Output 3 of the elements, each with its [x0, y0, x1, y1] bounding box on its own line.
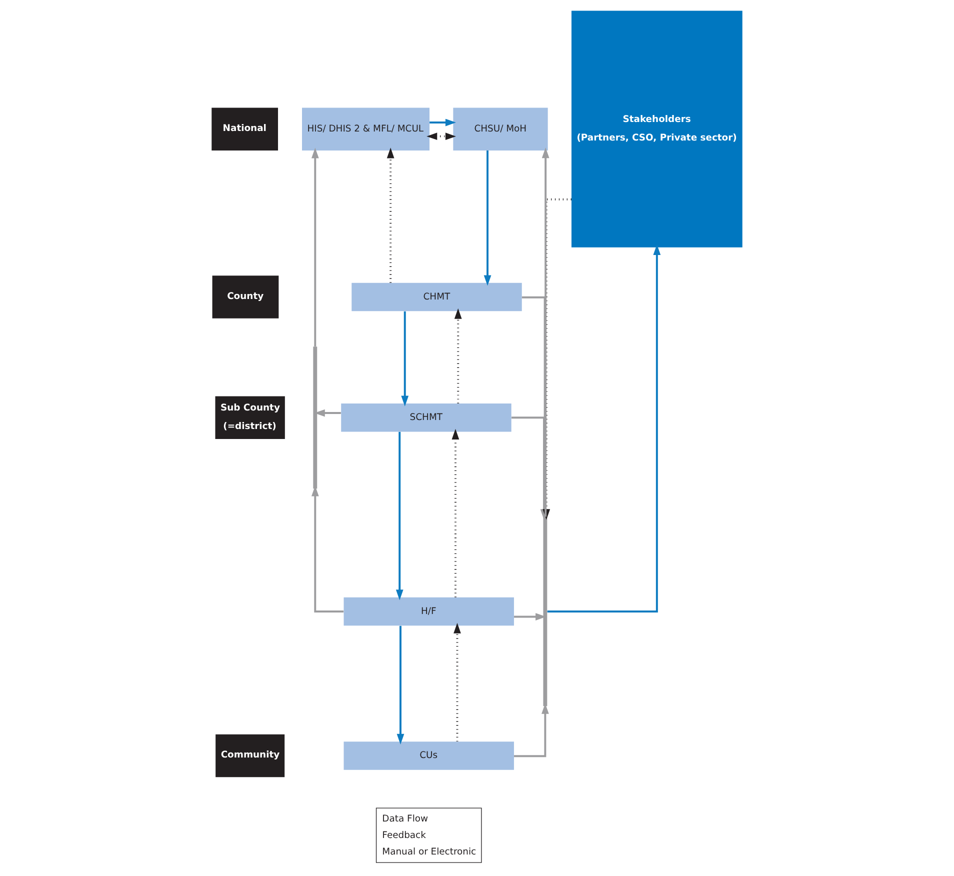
legend-label: Feedback: [382, 830, 426, 842]
legend-label: Manual or Electronic: [382, 846, 476, 858]
legend-label: Data Flow: [382, 814, 428, 825]
